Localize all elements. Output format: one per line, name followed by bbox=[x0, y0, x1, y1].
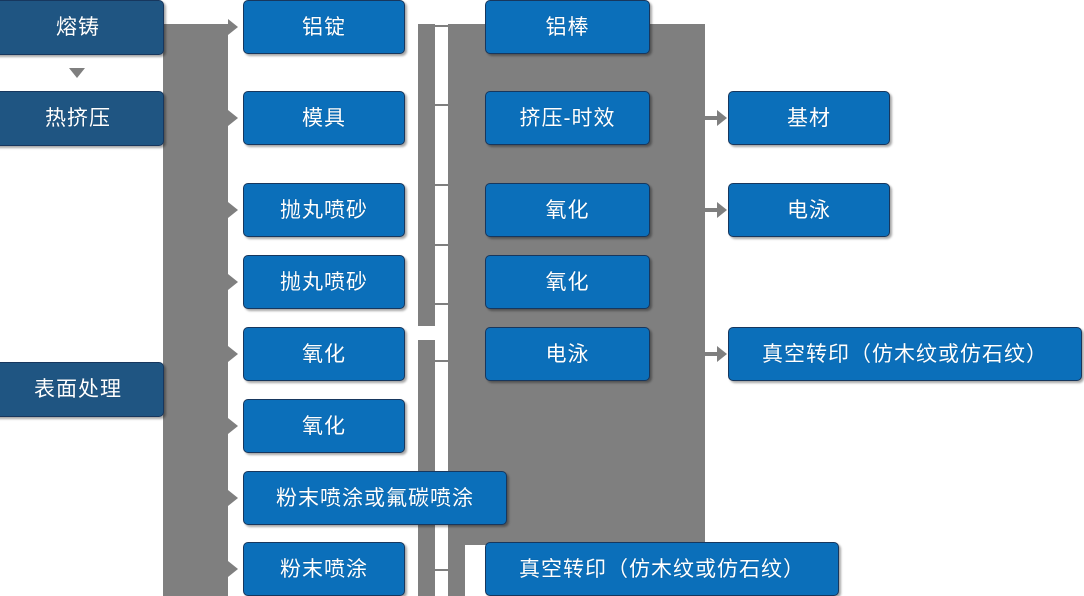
stage-label-surface-treatment: 表面处理 bbox=[34, 378, 122, 401]
connector-bus-left bbox=[163, 24, 228, 596]
process-box-vacuum-transfer[interactable]: 真空转印（仿木纹或仿石纹） bbox=[485, 542, 839, 596]
material-label-powder-or-pvdf: 粉末喷涂或氟碳喷涂 bbox=[276, 486, 474, 510]
riser-tie-row5 bbox=[434, 303, 450, 305]
arrow-shaft bbox=[703, 352, 717, 356]
product-label-vacuum-transfer: 真空转印（仿木纹或仿石纹） bbox=[762, 342, 1048, 366]
process-box-electrophoresis[interactable]: 电泳 bbox=[485, 327, 650, 381]
material-box-powder-or-pvdf[interactable]: 粉末喷涂或氟碳喷涂 bbox=[243, 471, 507, 525]
bus-left-inlet-notch-mid bbox=[0, 148, 163, 358]
product-box-vacuum-transfer[interactable]: 真空转印（仿木纹或仿石纹） bbox=[728, 327, 1082, 381]
stage-box-hot-extrude[interactable]: 热挤压 bbox=[0, 91, 164, 146]
process-label-extrude-aging: 挤压-时效 bbox=[519, 106, 616, 130]
process-label-aluminum-bar: 铝棒 bbox=[545, 15, 590, 39]
bus-left-arrow-row6 bbox=[228, 418, 238, 434]
process-label-vacuum-transfer: 真空转印（仿木纹或仿石纹） bbox=[519, 557, 805, 581]
bus-left-arrow-row8 bbox=[228, 561, 238, 577]
arrow-to-vacuum-transfer bbox=[703, 346, 727, 362]
stage-label-melt-cast: 熔铸 bbox=[56, 16, 100, 39]
material-box-shot-blast-2[interactable]: 抛丸喷砂 bbox=[243, 255, 405, 309]
process-box-oxidation-1[interactable]: 氧化 bbox=[485, 183, 650, 237]
bus-left-arrow-row3 bbox=[228, 202, 238, 218]
riser-tie-row7 bbox=[434, 569, 450, 571]
arrow-shaft bbox=[703, 208, 717, 212]
process-box-aluminum-bar[interactable]: 铝棒 bbox=[485, 0, 650, 54]
arrow-to-base-material bbox=[703, 110, 727, 126]
bus-left-inlet-notch-bottom bbox=[0, 414, 163, 596]
process-label-oxidation-1: 氧化 bbox=[545, 198, 590, 222]
process-label-electrophoresis: 电泳 bbox=[545, 342, 590, 366]
riser-tie-row2 bbox=[434, 104, 450, 106]
bus-left-down-arrow-melt bbox=[69, 68, 85, 78]
riser-gap-notch bbox=[418, 326, 435, 340]
arrow-head bbox=[717, 346, 727, 362]
process-box-oxidation-2[interactable]: 氧化 bbox=[485, 255, 650, 309]
product-box-electrophoresis[interactable]: 电泳 bbox=[728, 183, 890, 237]
arrow-to-electrophoresis bbox=[703, 202, 727, 218]
bus-left-arrow-row2 bbox=[228, 110, 238, 126]
material-label-oxidation-2: 氧化 bbox=[302, 414, 346, 438]
material-box-oxidation-1[interactable]: 氧化 bbox=[243, 327, 405, 381]
bus-left-arrow-row7 bbox=[228, 490, 238, 506]
riser-tie-row4 bbox=[434, 244, 450, 246]
bus-left-arrow-row4 bbox=[228, 274, 238, 290]
product-label-electrophoresis: 电泳 bbox=[787, 198, 831, 222]
stage-box-surface-treatment[interactable]: 表面处理 bbox=[0, 362, 164, 417]
material-label-shot-blast-2: 抛丸喷砂 bbox=[280, 270, 368, 294]
product-label-base-material: 基材 bbox=[787, 106, 831, 130]
leader-surface-treatment bbox=[163, 389, 185, 391]
material-box-die[interactable]: 模具 bbox=[243, 91, 405, 145]
product-box-base-material[interactable]: 基材 bbox=[728, 91, 890, 145]
material-box-powder-coating[interactable]: 粉末喷涂 bbox=[243, 542, 405, 596]
material-label-die: 模具 bbox=[302, 106, 346, 130]
riser-tie-row1 bbox=[434, 25, 450, 27]
riser-tie-row3 bbox=[434, 184, 450, 186]
material-label-shot-blast-1: 抛丸喷砂 bbox=[280, 198, 368, 222]
material-label-oxidation-1: 氧化 bbox=[302, 342, 346, 366]
process-label-oxidation-2: 氧化 bbox=[545, 270, 590, 294]
bus-left-arrow-row5 bbox=[228, 346, 238, 362]
material-box-aluminum-ingot[interactable]: 铝锭 bbox=[243, 0, 405, 54]
riser-tie-row6 bbox=[434, 360, 450, 362]
material-label-aluminum-ingot: 铝锭 bbox=[302, 15, 346, 39]
material-box-oxidation-2[interactable]: 氧化 bbox=[243, 399, 405, 453]
material-label-powder-coating: 粉末喷涂 bbox=[280, 557, 368, 581]
arrow-head bbox=[717, 202, 727, 218]
bus-left-arrow-row1 bbox=[228, 19, 238, 35]
connector-bus-riser bbox=[418, 24, 435, 596]
process-box-extrude-aging[interactable]: 挤压-时效 bbox=[485, 91, 650, 145]
arrow-head bbox=[717, 110, 727, 126]
stage-box-melt-cast[interactable]: 熔铸 bbox=[0, 0, 164, 55]
arrow-shaft bbox=[703, 116, 717, 120]
material-box-shot-blast-1[interactable]: 抛丸喷砂 bbox=[243, 183, 405, 237]
stage-label-hot-extrude: 热挤压 bbox=[45, 107, 111, 130]
